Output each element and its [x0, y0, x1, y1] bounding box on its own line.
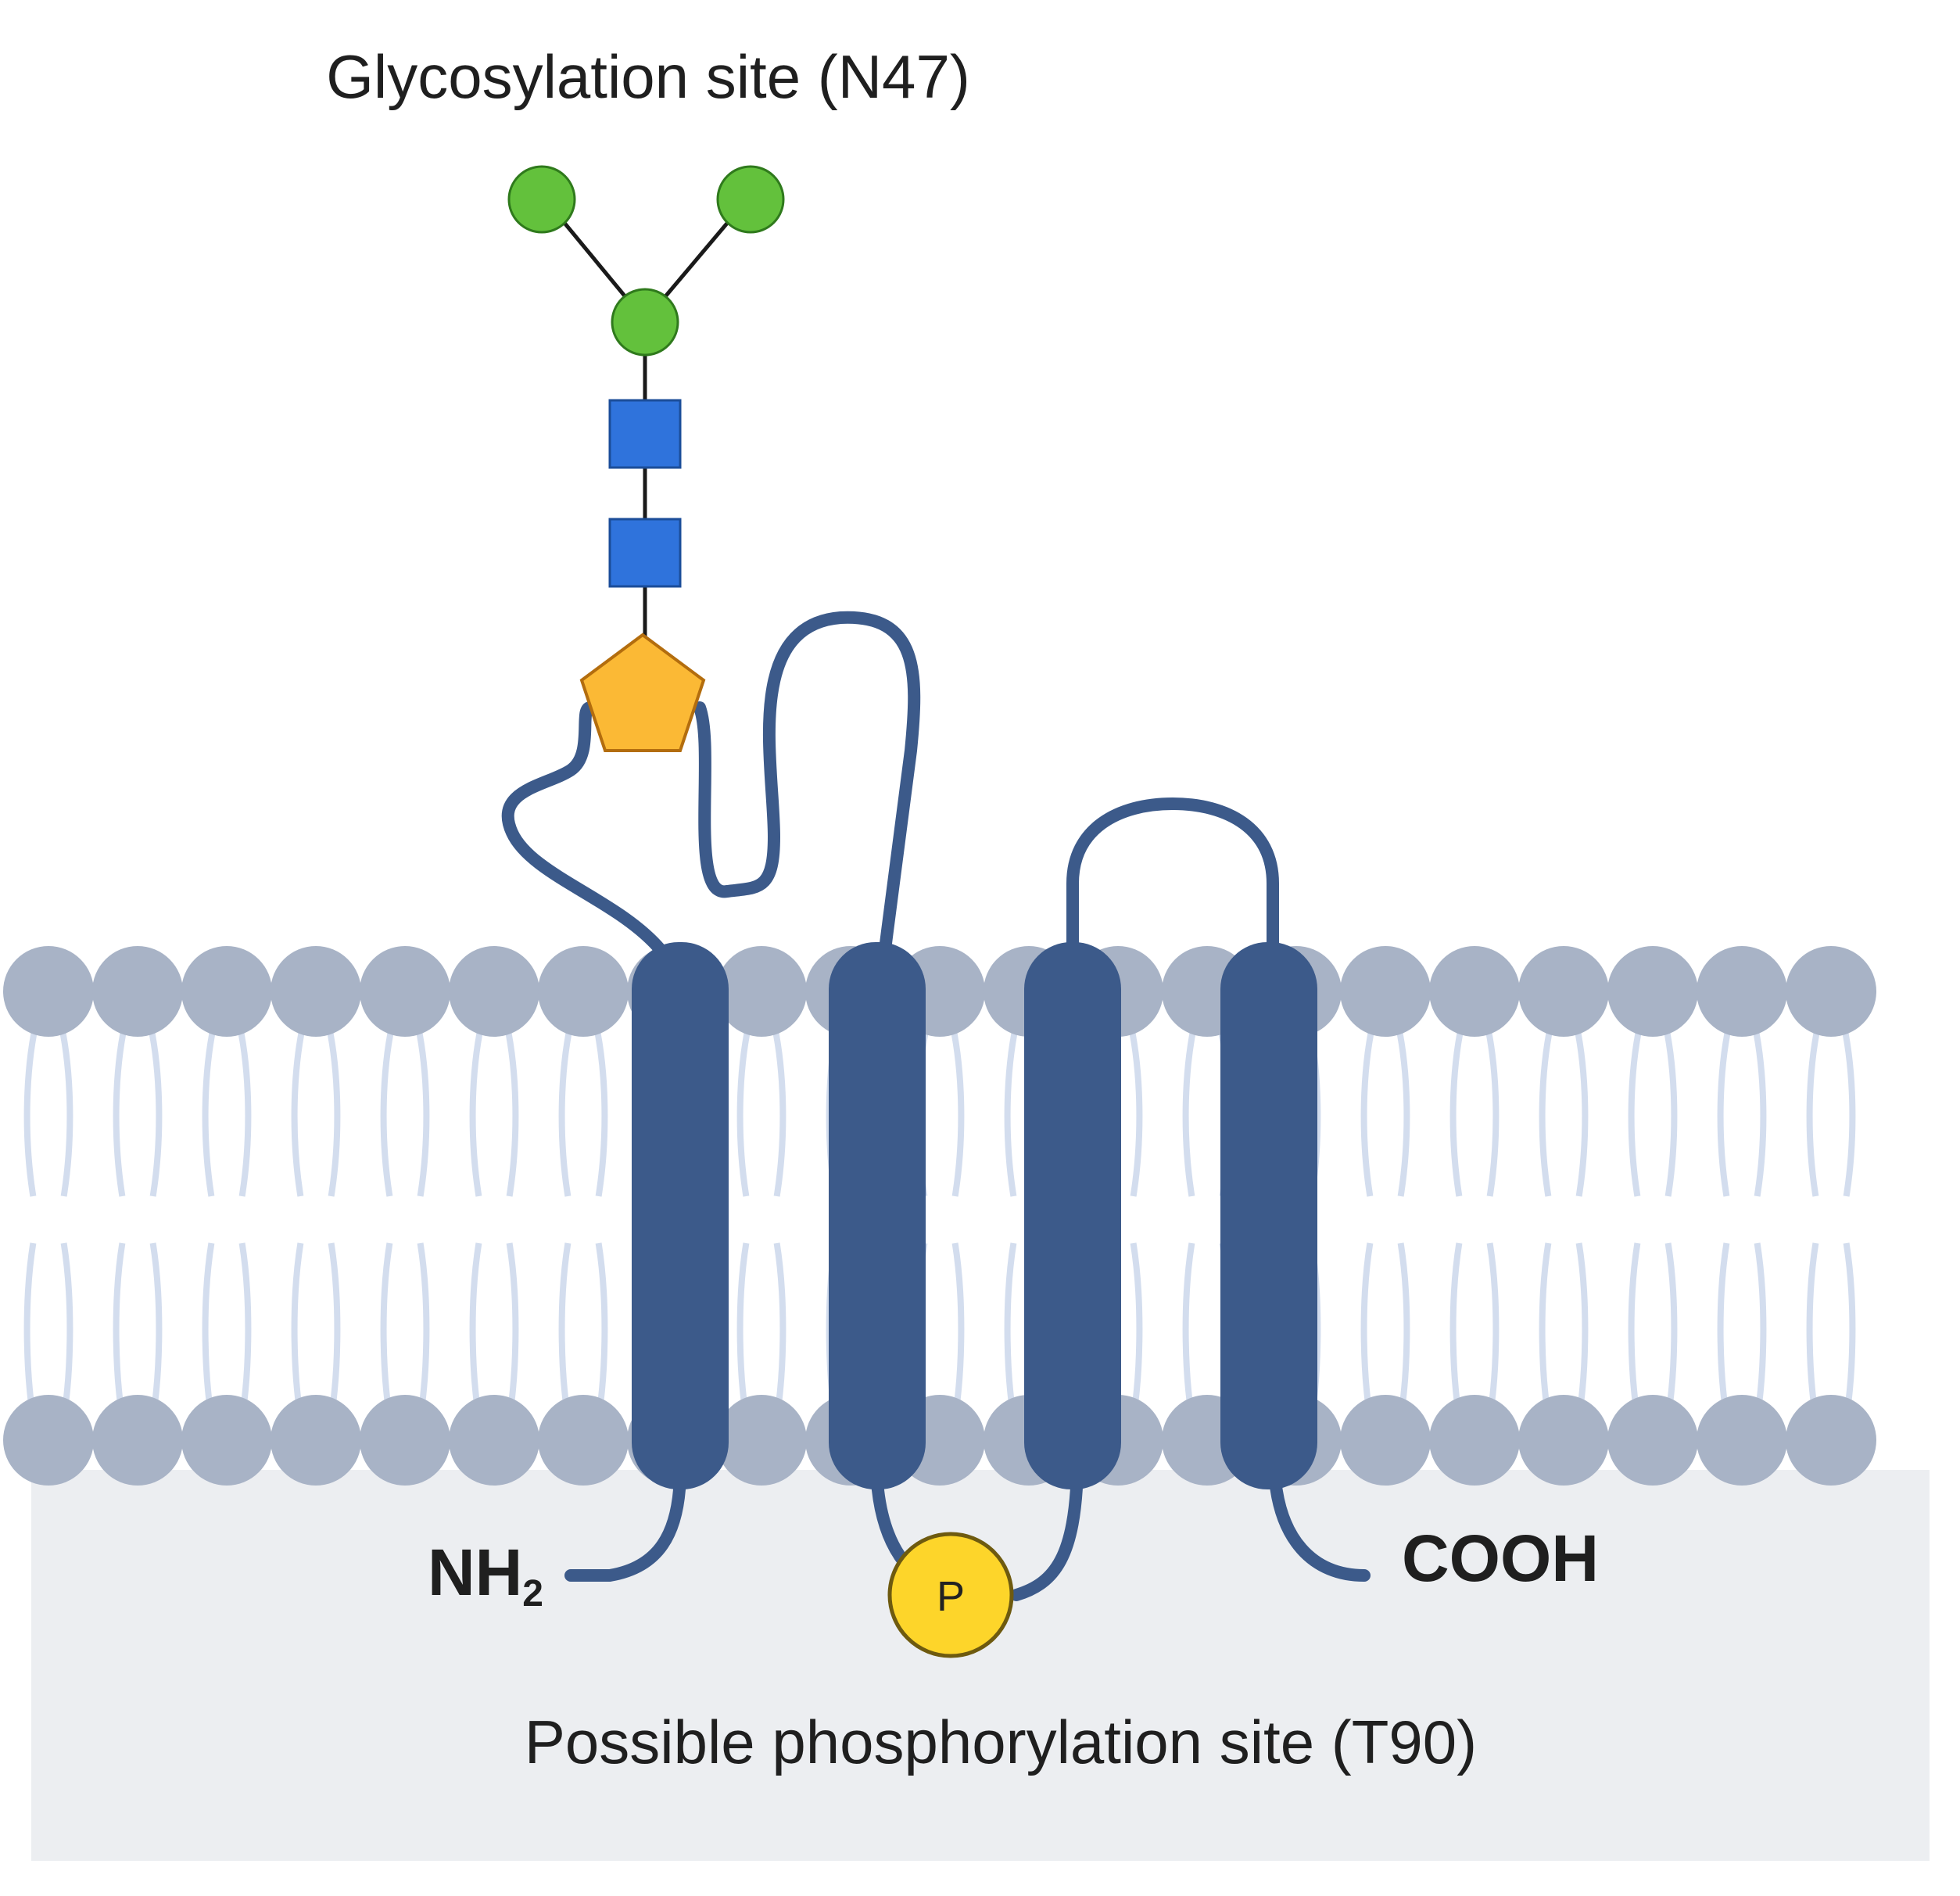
lipid-tail [145, 1016, 163, 1197]
cytoplasm-region [31, 1470, 1930, 1861]
lipid-tail [591, 1016, 608, 1197]
lipid-tail [1482, 1016, 1500, 1197]
transmembrane-helix [1220, 942, 1317, 1489]
lipid-head [1697, 1395, 1787, 1486]
transmembrane-helix [1024, 942, 1121, 1489]
glycan-pentagon-icon [579, 633, 706, 752]
lipid-tail [1661, 1016, 1678, 1197]
glycan-square-icon [608, 399, 682, 469]
lipid-tail [502, 1016, 519, 1197]
lipid-tail [1628, 1016, 1645, 1197]
lipid-tail [1360, 1016, 1378, 1197]
lipid-tail [202, 1016, 219, 1197]
extracellular-loop-1b [693, 611, 921, 968]
membrane-protein [501, 611, 1371, 1601]
lipid-tail [1839, 1016, 1856, 1197]
lipid-head [716, 946, 807, 1037]
lipid-head [3, 1395, 94, 1486]
lipid-tail [1806, 1016, 1823, 1197]
lipid-tail [558, 1016, 575, 1197]
lipid-head [1786, 946, 1876, 1037]
lipid-tail [1717, 1016, 1734, 1197]
lipid-head [538, 1395, 629, 1486]
lipid-heads [3, 946, 1876, 1486]
glycan-chain [507, 165, 785, 752]
lipid-head [1786, 1395, 1876, 1486]
transmembrane-helix [829, 942, 926, 1489]
lipid-tail [769, 1016, 787, 1197]
lipid-head [449, 1395, 539, 1486]
lipid-tail [1126, 1016, 1143, 1197]
lipid-tail [1449, 1016, 1467, 1197]
lipid-head [1518, 1395, 1609, 1486]
lipid-tail [324, 1016, 341, 1197]
glycan-circle-icon [716, 165, 785, 234]
lipid-head [1340, 1395, 1431, 1486]
lipid-head [1429, 946, 1520, 1037]
n-terminus-label: NH2 [428, 1536, 543, 1615]
lipid-tail [413, 1016, 430, 1197]
lipid-head [716, 1395, 807, 1486]
lipid-head [271, 946, 361, 1037]
lipid-tail [1539, 1016, 1556, 1197]
lipid-tails [23, 1016, 1856, 1439]
lipid-head [538, 946, 629, 1037]
lipid-bilayer [3, 946, 1876, 1486]
transmembrane-helix [632, 942, 729, 1489]
lipid-tail [235, 1016, 252, 1197]
lipid-head [1518, 946, 1609, 1037]
lipid-head [181, 1395, 272, 1486]
lipid-head [1429, 1395, 1520, 1486]
glycan-circle-icon [611, 288, 679, 357]
lipid-head [3, 946, 94, 1037]
n-terminus-subscript: 2 [522, 1573, 543, 1615]
lipid-tail [1182, 1016, 1199, 1197]
lipid-tail [1571, 1016, 1589, 1197]
n-terminus-tail [564, 1464, 686, 1582]
lipid-tail [113, 1016, 130, 1197]
n-terminus-text: NH [428, 1536, 522, 1609]
lipid-tail [1004, 1016, 1021, 1197]
lipid-head [360, 946, 450, 1037]
glycan-square-icon [608, 518, 682, 588]
lipid-head [1607, 946, 1698, 1037]
extracellular-loop-1 [501, 701, 667, 956]
lipid-head [271, 1395, 361, 1486]
extracellular-loop-2 [1066, 797, 1279, 964]
glycosylation-site-label: Glycosylation site (N47) [326, 42, 970, 111]
lipid-head [92, 1395, 183, 1486]
lipid-tail [380, 1016, 397, 1197]
phosphorylation-site-label: Possible phosphorylation site (T90) [525, 1708, 1477, 1776]
lipid-head [1340, 946, 1431, 1037]
lipid-tail [736, 1016, 754, 1197]
lipid-head [181, 946, 272, 1037]
lipid-tail [23, 1016, 41, 1197]
lipid-tail [291, 1016, 308, 1197]
phosphate-letter: P [937, 1573, 965, 1620]
lipid-head [92, 946, 183, 1037]
lipid-head [1607, 1395, 1698, 1486]
lipid-tail [56, 1016, 73, 1197]
lipid-tail [948, 1016, 965, 1197]
c-terminus-label: COOH [1402, 1521, 1599, 1595]
lipid-head [360, 1395, 450, 1486]
transmembrane-helices [632, 942, 1317, 1489]
lipid-head [1697, 946, 1787, 1037]
lipid-tail [469, 1016, 486, 1197]
c-terminus-tail [1268, 1464, 1371, 1582]
lipid-tail [1393, 1016, 1410, 1197]
phosphate-icon: P [887, 1532, 1014, 1658]
lipid-tail [1750, 1016, 1767, 1197]
lipid-head [449, 946, 539, 1037]
glycan-circle-icon [507, 165, 576, 234]
